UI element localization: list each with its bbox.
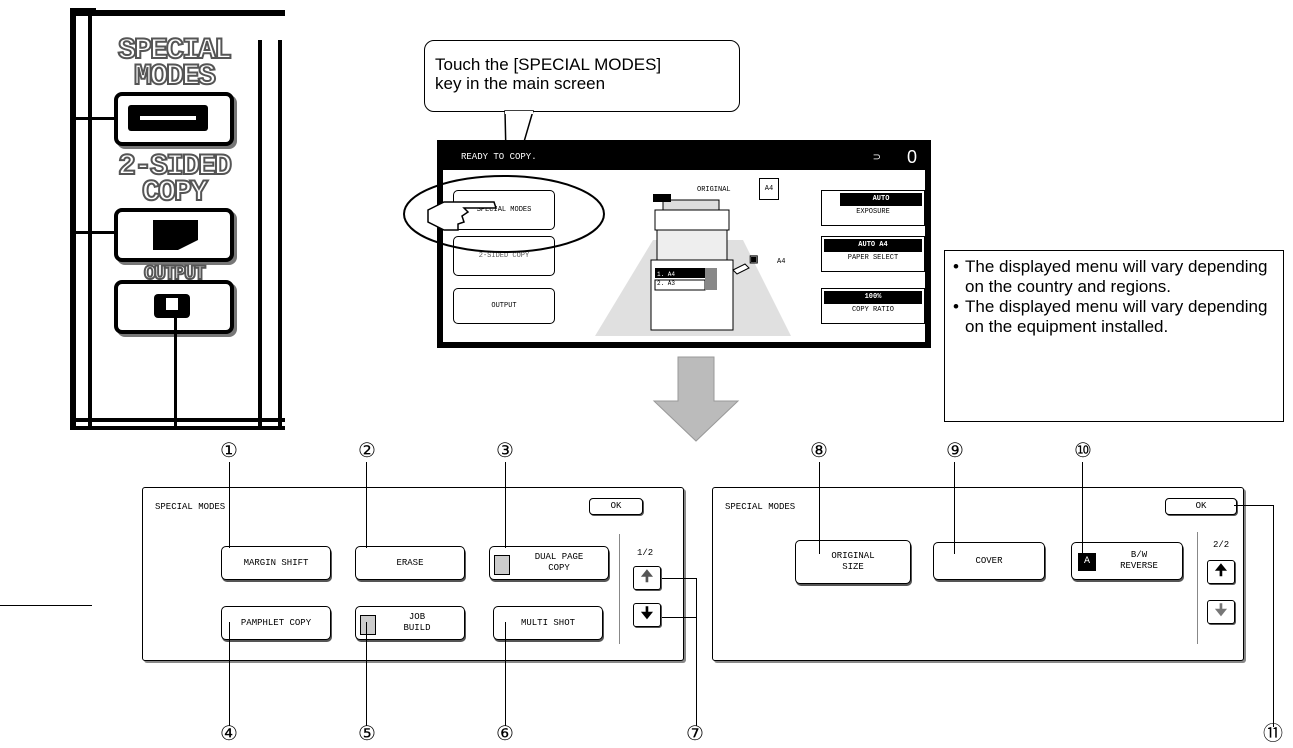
output-indicator-icon [154,294,190,318]
erase-button[interactable]: ERASE [355,546,465,580]
copy-ratio-button[interactable]: 100% COPY RATIO [821,288,925,324]
copy-count: 0 [906,147,917,167]
multi-shot-button[interactable]: MULTI SHOT [493,606,603,640]
bw-reverse-label-2: REVERSE [1120,561,1158,571]
exposure-button[interactable]: AUTO EXPOSURE [821,190,925,226]
callout-number: ③ [494,441,516,463]
ok-button[interactable]: OK [589,498,643,515]
callout-number: ④ [218,724,240,746]
original-size-label-1: ORIGINAL [831,551,875,561]
tray-2: 2. A3 [657,280,676,287]
special-modes-panel-1: SPECIAL MODES OK MARGIN SHIFT ERASE DUAL… [142,487,684,661]
page-divider [1197,532,1198,644]
callout-number: ⑤ [356,724,378,746]
main-screen-header: READY TO COPY. 0 ⊃ [443,146,925,170]
paper-select-button[interactable]: AUTO A4 PAPER SELECT [821,236,925,272]
job-build-label-1: JOB [408,612,426,622]
note-item: The displayed menu will vary depending o… [953,297,1277,337]
job-build-icon [360,615,376,635]
paper-tray-icon: ▣ [749,254,759,265]
panel-title: SPECIAL MODES [155,502,226,512]
special-modes-key-label: SPECIAL MODES [117,34,233,94]
pamphlet-label: PAMPHLET COPY [240,617,312,628]
two-sided-copy-button[interactable]: 2-SIDED COPY [453,236,555,276]
paper-select-value: AUTO A4 [824,239,922,252]
scroll-up-button[interactable]: 🠉 [1207,560,1235,584]
callout-line-2: key in the main screen [435,74,606,93]
dual-page-icon [494,555,510,575]
special-modes-key[interactable] [114,92,234,146]
callout-number: ⑥ [494,724,516,746]
output-button[interactable]: OUTPUT [453,288,555,324]
cover-button[interactable]: COVER [933,542,1045,580]
two-sided-copy-key[interactable] [114,208,234,262]
copier-icon [595,194,791,336]
multi-shot-label: MULTI SHOT [520,617,575,628]
callout-line-1: Touch the [SPECIAL MODES] [435,55,662,74]
pointing-hand-icon [427,201,498,231]
output-button-label: OUTPUT [491,302,517,310]
original-label: ORIGINAL [697,186,731,194]
duplex-icon [153,220,198,250]
ok-button[interactable]: OK [1165,498,1237,515]
dual-page-label-1: DUAL PAGE [534,552,584,562]
scroll-up-button[interactable]: 🠉 [633,566,661,590]
copy-ratio-label: COPY RATIO [851,306,894,314]
operation-panel: SPECIAL MODES 2-SIDED COPY OUTPUT [70,0,285,430]
main-screen: READY TO COPY. 0 ⊃ SPECIAL MODES 2-SIDED… [437,140,931,348]
original-size-label-2: SIZE [842,562,864,572]
bw-reverse-icon: A [1078,553,1096,571]
callout-number: ⑩ [1072,441,1094,463]
page-indicator: 1/2 [637,548,654,558]
cover-label: COVER [975,555,1003,566]
dual-page-label-2: COPY [548,563,570,573]
status-text: READY TO COPY. [461,152,537,162]
key-indicator-icon [128,105,208,131]
pamphlet-copy-button[interactable]: PAMPHLET COPY [221,606,331,640]
scroll-down-button[interactable]: 🠋 [1207,600,1235,624]
copy-ratio-value: 100% [824,291,922,304]
exposure-label: EXPOSURE [856,208,890,216]
callout-number: ⑪ [1262,723,1284,746]
special-modes-button[interactable]: SPECIAL MODES [453,190,555,230]
original-size: A4 [764,185,774,193]
special-modes-button-label: SPECIAL MODES [476,206,532,214]
job-build-label-2: BUILD [403,623,431,633]
tray-1: 1. A4 [657,271,676,278]
instruction-callout: Touch the [SPECIAL MODES] key in the mai… [424,40,740,112]
notes-box: The displayed menu will vary depending o… [944,250,1284,422]
two-sided-key-label: 2-SIDED COPY [117,150,233,210]
callout-number: ⑦ [684,724,706,746]
margin-shift-button[interactable]: MARGIN SHIFT [221,546,331,580]
margin-shift-label: MARGIN SHIFT [243,557,309,568]
down-arrow-icon [652,356,740,442]
original-size-box: A4 [759,178,779,200]
callout-number: ① [218,441,240,463]
panel-title: SPECIAL MODES [725,502,796,512]
callout-number: ② [356,441,378,463]
page-indicator: 2/2 [1213,540,1230,550]
counter-icon: ⊃ [872,152,881,163]
output-key[interactable] [114,280,234,334]
scroll-down-button[interactable]: 🠋 [633,603,661,627]
note-item: The displayed menu will vary depending o… [953,257,1277,297]
two-sided-button-label: 2-SIDED COPY [478,252,530,260]
highlight-ellipse [403,175,605,253]
page-divider [619,534,620,644]
exposure-value: AUTO [840,193,922,206]
paper-select-label: PAPER SELECT [847,254,899,262]
callout-number: ⑧ [808,441,830,463]
paper-size: A4 [777,258,786,266]
callout-number: ⑨ [944,441,966,463]
erase-label: ERASE [396,557,424,568]
bw-reverse-label-1: B/W [1130,550,1148,560]
